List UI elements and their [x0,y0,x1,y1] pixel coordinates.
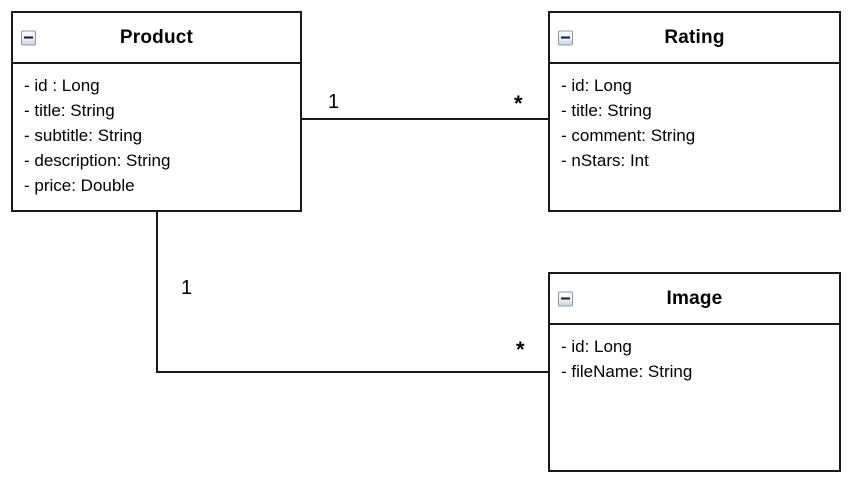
class-header-rating: Rating [550,13,839,64]
multiplicity-product-rating-target: * [514,91,523,116]
association-line-product-rating[interactable] [302,118,548,120]
minus-bar [561,297,570,300]
class-header-image: Image [550,274,839,325]
attribute-row: - fileName: String [561,362,693,381]
multiplicity-product-image-source: 1 [181,277,193,299]
minus-bar [24,36,33,39]
minus-bar [561,36,570,39]
class-attributes-rating: - id: Long - title: String - comment: St… [550,64,839,181]
association-line-product-image-vertical[interactable] [156,212,158,373]
attribute-row: - nStars: Int [561,151,649,170]
class-box-product[interactable]: Product - id : Long - title: String - su… [11,11,302,212]
class-box-rating[interactable]: Rating - id: Long - title: String - comm… [548,11,841,212]
attribute-row: - title: String [24,101,115,120]
class-attributes-product: - id : Long - title: String - subtitle: … [13,64,300,206]
collapse-minus-icon[interactable] [21,30,36,45]
multiplicity-product-rating-source: 1 [328,91,340,113]
association-line-product-image-horizontal[interactable] [156,371,548,373]
attribute-row: - comment: String [561,126,696,145]
class-name-rating: Rating [664,27,725,48]
attribute-row: - description: String [24,151,171,170]
class-name-image: Image [666,288,723,309]
collapse-minus-icon[interactable] [558,291,573,306]
attribute-row: - id : Long [24,76,100,95]
multiplicity-product-image-target: * [516,337,525,362]
class-attributes-image: - id: Long - fileName: String [550,325,839,392]
attribute-row: - title: String [561,101,652,120]
collapse-minus-icon[interactable] [558,30,573,45]
class-box-image[interactable]: Image - id: Long - fileName: String [548,272,841,472]
class-header-product: Product [13,13,300,64]
attribute-row: - id: Long [561,337,632,356]
attribute-row: - subtitle: String [24,126,143,145]
attribute-row: - price: Double [24,176,135,195]
class-name-product: Product [119,27,194,48]
attribute-row: - id: Long [561,76,632,95]
